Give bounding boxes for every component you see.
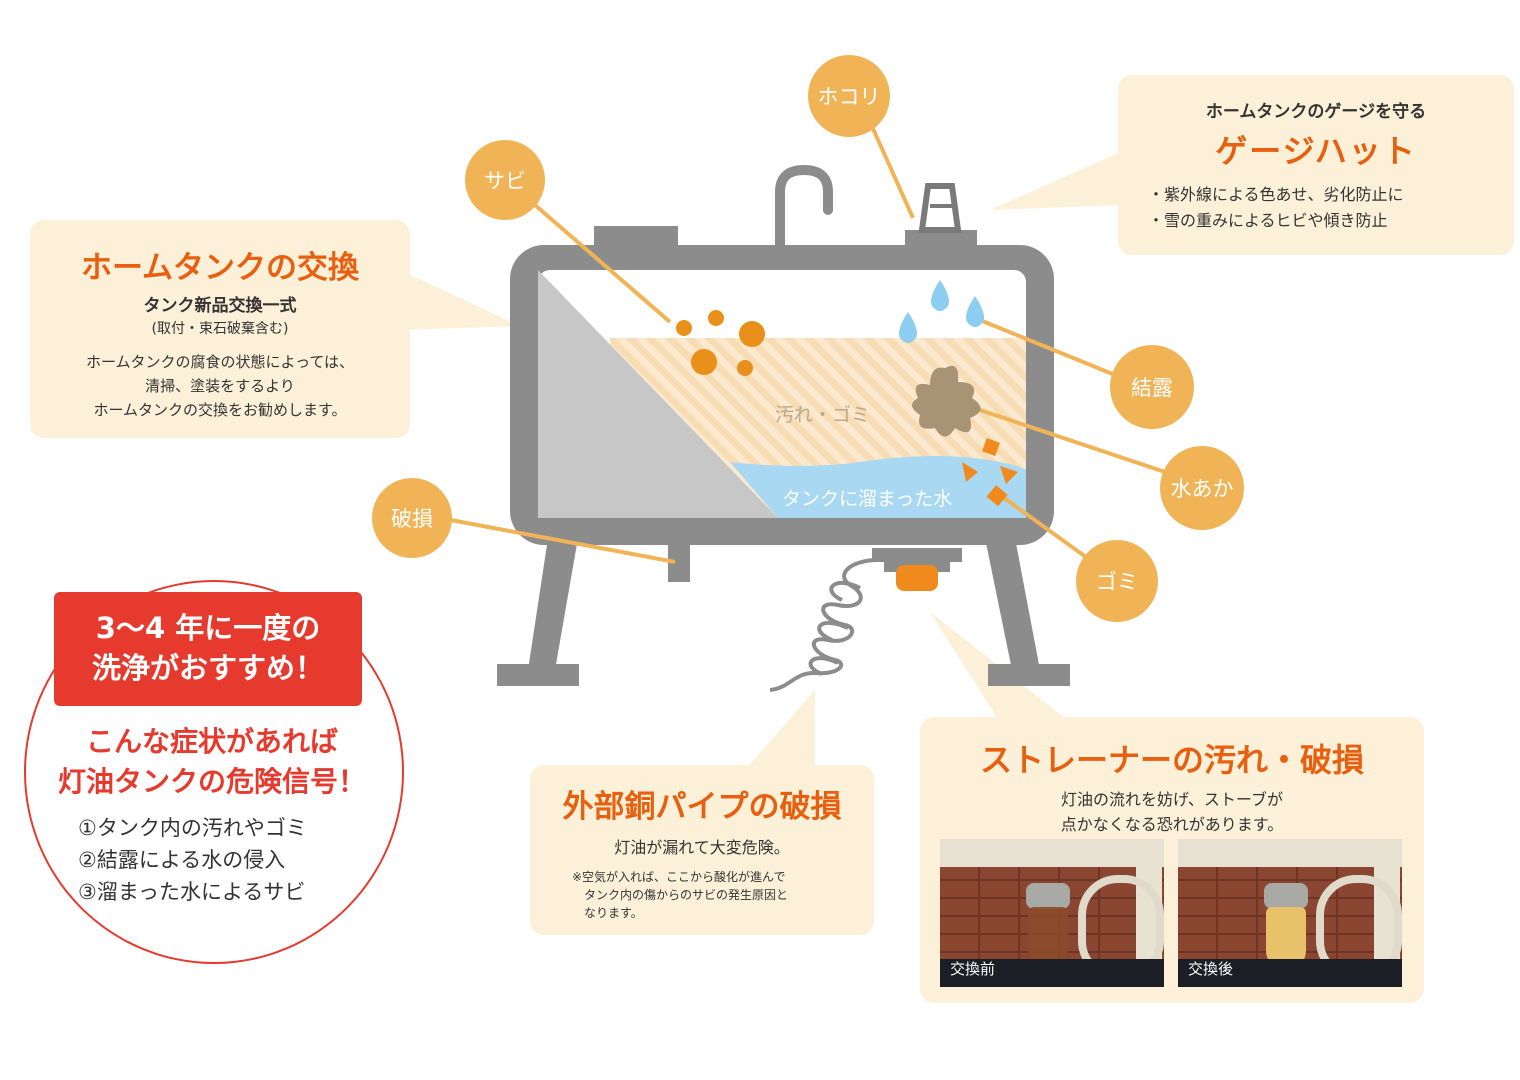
gauge-box-pointer <box>990 150 1125 210</box>
pipe-title: 外部銅パイプの破損 <box>562 789 842 825</box>
dirt-label: 汚れ・ゴミ <box>775 404 871 426</box>
pipe-subtitle: 灯油が漏れて大変危険。 <box>614 838 790 857</box>
dirt-splat-icon <box>911 365 981 437</box>
gauge-hat-icon <box>918 183 962 233</box>
strainer-photo-after: 交換後 <box>1178 839 1402 987</box>
tank-foot-left <box>497 664 579 686</box>
replace-desc: ホームタンクの腐食の状態によっては、 清掃、塗装をするより ホームタンクの交換を… <box>85 353 355 419</box>
tank-leg-left <box>528 538 578 670</box>
tank-foot-right <box>988 664 1070 686</box>
strainer-callout: ストレーナーの汚れ・破損 灯油の流れを妨げ、ストーブが 点かなくなる恐れがありま… <box>920 717 1424 1003</box>
gauge-list: ・紫外線による色あせ、劣化防止に ・雪の重みによるヒビや傾き防止 <box>1148 182 1514 234</box>
warning-item: ③溜まった水によるサビ <box>78 880 306 904</box>
replace-paren: (取付・束石破棄含む) <box>151 321 289 337</box>
tank-wall-wedge <box>538 270 778 518</box>
gauge-callout: ホームタンクのゲージを守る ゲージハット ・紫外線による色あせ、劣化防止に ・雪… <box>1118 75 1514 255</box>
strainer-title: ストレーナーの汚れ・破損 <box>979 741 1364 779</box>
warning-item: ②結露による水の侵入 <box>78 848 286 872</box>
warning-list: ①タンク内の汚れやゴミ ②結露による水の侵入 ③溜まった水によるサビ <box>78 812 307 908</box>
drain-pipe <box>668 542 690 582</box>
rust-dots-icon <box>676 310 765 376</box>
label-debris: ゴミ <box>1076 540 1158 622</box>
label-scale: 水あか <box>1160 446 1244 530</box>
gauge-item: ・紫外線による色あせ、劣化防止に <box>1148 185 1404 204</box>
replace-title: ホームタンクの交換 <box>80 250 360 286</box>
vent-pipe-icon <box>775 164 833 255</box>
water-label: タンクに溜まった水 <box>782 488 953 510</box>
debris-icon <box>962 438 1018 507</box>
warning-banner: 3〜4 年に一度の 洗浄がおすすめ！ <box>54 592 362 706</box>
replace-box-pointer <box>400 270 520 330</box>
replace-callout: ホームタンクの交換 タンク新品交換一式 (取付・束石破棄含む) ホームタンクの腐… <box>30 220 410 438</box>
strainer-photo-before: 交換前 <box>940 839 1164 987</box>
gauge-pre: ホームタンクのゲージを守る <box>1205 102 1427 122</box>
label-rust: サビ <box>465 140 545 220</box>
water-drop-icon <box>899 280 984 343</box>
label-dust: ホコリ <box>808 55 890 137</box>
warning-item: ①タンク内の汚れやゴミ <box>78 816 307 840</box>
photo-before-caption: 交換前 <box>950 960 996 978</box>
gauge-item: ・雪の重みによるヒビや傾き防止 <box>1148 211 1388 230</box>
photo-after-caption: 交換後 <box>1188 960 1234 978</box>
label-condensation: 結露 <box>1110 345 1194 429</box>
strainer-icon <box>896 565 938 591</box>
warning-headline: こんな症状があれば 灯油タンクの危険信号！ <box>57 725 366 798</box>
pipe-callout: 外部銅パイプの破損 灯油が漏れて大変危険。 ※空気が入れば、ここから酸化が進んで… <box>530 765 874 935</box>
water-area <box>730 456 1026 518</box>
gauge-title: ゲージハット <box>1215 132 1417 170</box>
strainer-desc: 灯油の流れを妨げ、ストーブが 点かなくなる恐れがあります。 <box>1060 790 1284 834</box>
label-damage: 破損 <box>372 478 452 558</box>
tank-leg-right <box>985 538 1040 670</box>
replace-subtitle: タンク新品交換一式 <box>143 296 297 316</box>
pipe-note: ※空気が入れば、ここから酸化が進んで タンク内の傷からのサビの発生原因と なりま… <box>572 870 789 920</box>
pipe-box-pointer <box>745 690 815 770</box>
